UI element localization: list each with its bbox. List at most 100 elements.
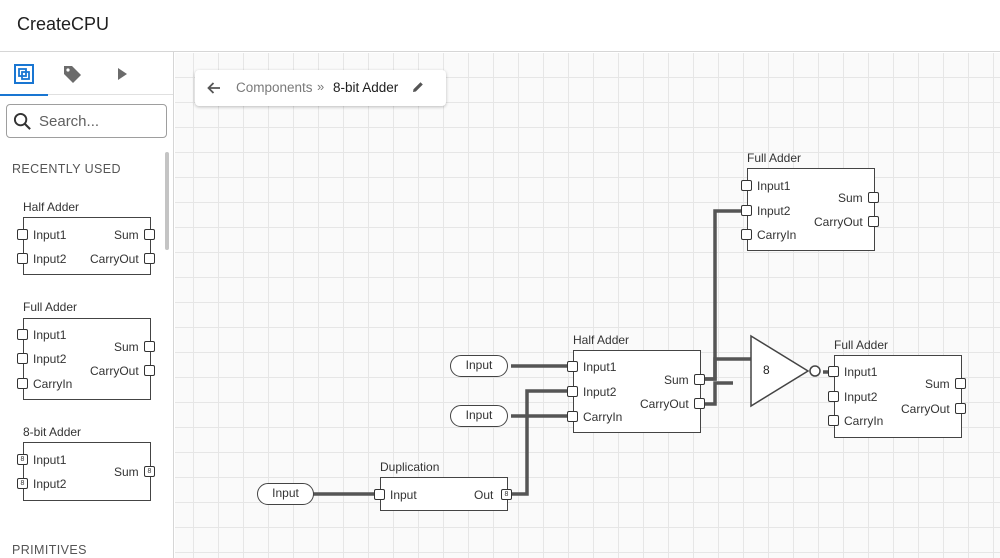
component-icon — [14, 63, 34, 84]
port-label: Sum — [664, 373, 689, 387]
output-port — [144, 229, 155, 240]
wire — [512, 389, 573, 496]
port-label: Input1 — [583, 360, 617, 374]
component-title: Full Adder — [747, 151, 802, 165]
input-port[interactable] — [741, 205, 752, 216]
port-label: Input2 — [844, 390, 878, 404]
input-port — [17, 329, 28, 340]
recently-used-heading: RECENTLY USED — [12, 162, 121, 176]
output-port[interactable] — [868, 216, 879, 227]
component-body — [23, 217, 151, 275]
input-port[interactable] — [741, 180, 752, 191]
component-body — [23, 442, 151, 501]
component-title: Full Adder — [834, 338, 889, 352]
bus-output-port: 8 — [144, 466, 155, 477]
tab-tags[interactable] — [48, 52, 96, 95]
port-label: Input1 — [33, 328, 67, 342]
component-title: Half Adder — [573, 333, 630, 347]
port-label: Sum — [838, 191, 863, 205]
arrow-back-icon[interactable] — [205, 79, 223, 97]
output-port[interactable] — [868, 192, 879, 203]
output-port — [144, 365, 155, 376]
output-port[interactable] — [955, 403, 966, 414]
bus-input-port: 8 — [17, 478, 28, 489]
wire-layer — [313, 209, 831, 496]
input-port[interactable] — [567, 386, 578, 397]
input-node[interactable]: Input — [450, 405, 508, 427]
input-port — [17, 353, 28, 364]
bus-input-port: 8 — [17, 454, 28, 465]
app-title: CreateCPU — [17, 14, 110, 34]
output-port[interactable] — [955, 378, 966, 389]
input-node[interactable]: Input — [450, 355, 508, 377]
bus-width-label: 8 — [763, 363, 770, 377]
output-port[interactable] — [694, 398, 705, 409]
wire — [705, 381, 733, 406]
input-port[interactable] — [828, 415, 839, 426]
input-port[interactable] — [828, 391, 839, 402]
input-port[interactable] — [741, 229, 752, 240]
input-port[interactable] — [567, 411, 578, 422]
input-port — [17, 253, 28, 264]
component-body — [747, 168, 875, 251]
port-label: CarryIn — [757, 228, 797, 242]
input-port[interactable] — [567, 361, 578, 372]
port-label: Sum — [114, 465, 139, 479]
tag-icon — [64, 65, 81, 83]
breadcrumb-separator: » — [317, 79, 325, 94]
port-label: Input2 — [33, 477, 67, 491]
not-gate-symbol — [750, 334, 821, 408]
port-label: CarryIn — [583, 410, 623, 424]
input-port[interactable] — [828, 366, 839, 377]
component-title: Full Adder — [23, 300, 78, 314]
breadcrumb-parent-link[interactable]: Components — [236, 80, 313, 95]
component-body — [834, 355, 962, 438]
output-port[interactable] — [694, 374, 705, 385]
bus-output-port[interactable]: 8 — [501, 489, 512, 500]
sidebar-tabs — [0, 52, 173, 96]
input-node[interactable]: Input — [257, 483, 314, 505]
play-icon — [118, 67, 127, 80]
edit-pencil-icon[interactable] — [411, 80, 425, 94]
port-label: Input1 — [33, 453, 67, 467]
port-label: Out — [474, 488, 494, 502]
output-port — [144, 341, 155, 352]
port-label: Input — [390, 488, 417, 502]
breadcrumb: Components » 8-bit Adder — [195, 70, 446, 106]
search-box[interactable] — [6, 104, 167, 138]
port-label: CarryIn — [844, 414, 884, 428]
port-label: CarryOut — [814, 215, 863, 229]
port-label: CarryIn — [33, 377, 73, 391]
port-label: CarryOut — [901, 402, 950, 416]
component-title: Half Adder — [23, 200, 80, 214]
input-port[interactable] — [374, 489, 385, 500]
output-port — [144, 253, 155, 264]
port-label: Input2 — [583, 385, 617, 399]
search-icon — [13, 112, 31, 130]
sidebar: RECENTLY USED Half Adder Input1 Input2 S… — [0, 52, 174, 558]
port-label: Input1 — [33, 228, 67, 242]
port-label: Sum — [114, 340, 139, 354]
tab-components[interactable] — [0, 52, 48, 96]
port-label: Sum — [114, 228, 139, 242]
circuit-canvas[interactable]: Components » 8-bit Adder Full Adder Inpu… — [175, 53, 1000, 558]
component-title: Duplication — [380, 460, 440, 474]
port-label: Sum — [925, 377, 950, 391]
tab-simulate[interactable] — [98, 52, 146, 95]
port-label: Input2 — [33, 352, 67, 366]
search-input[interactable] — [39, 112, 157, 130]
not-gate[interactable]: 8 — [745, 333, 835, 418]
port-label: Input1 — [844, 365, 878, 379]
app-bar: CreateCPU — [0, 0, 1000, 52]
wire — [705, 357, 751, 381]
primitives-heading: PRIMITIVES — [12, 543, 87, 557]
breadcrumb-current: 8-bit Adder — [333, 80, 399, 95]
port-label: Input2 — [757, 204, 791, 218]
port-label: CarryOut — [640, 397, 689, 411]
component-title: 8-bit Adder — [23, 425, 82, 439]
input-port — [17, 378, 28, 389]
sidebar-scrollbar[interactable] — [165, 152, 169, 250]
port-label: CarryOut — [90, 364, 139, 378]
port-label: Input1 — [757, 179, 791, 193]
input-port — [17, 229, 28, 240]
